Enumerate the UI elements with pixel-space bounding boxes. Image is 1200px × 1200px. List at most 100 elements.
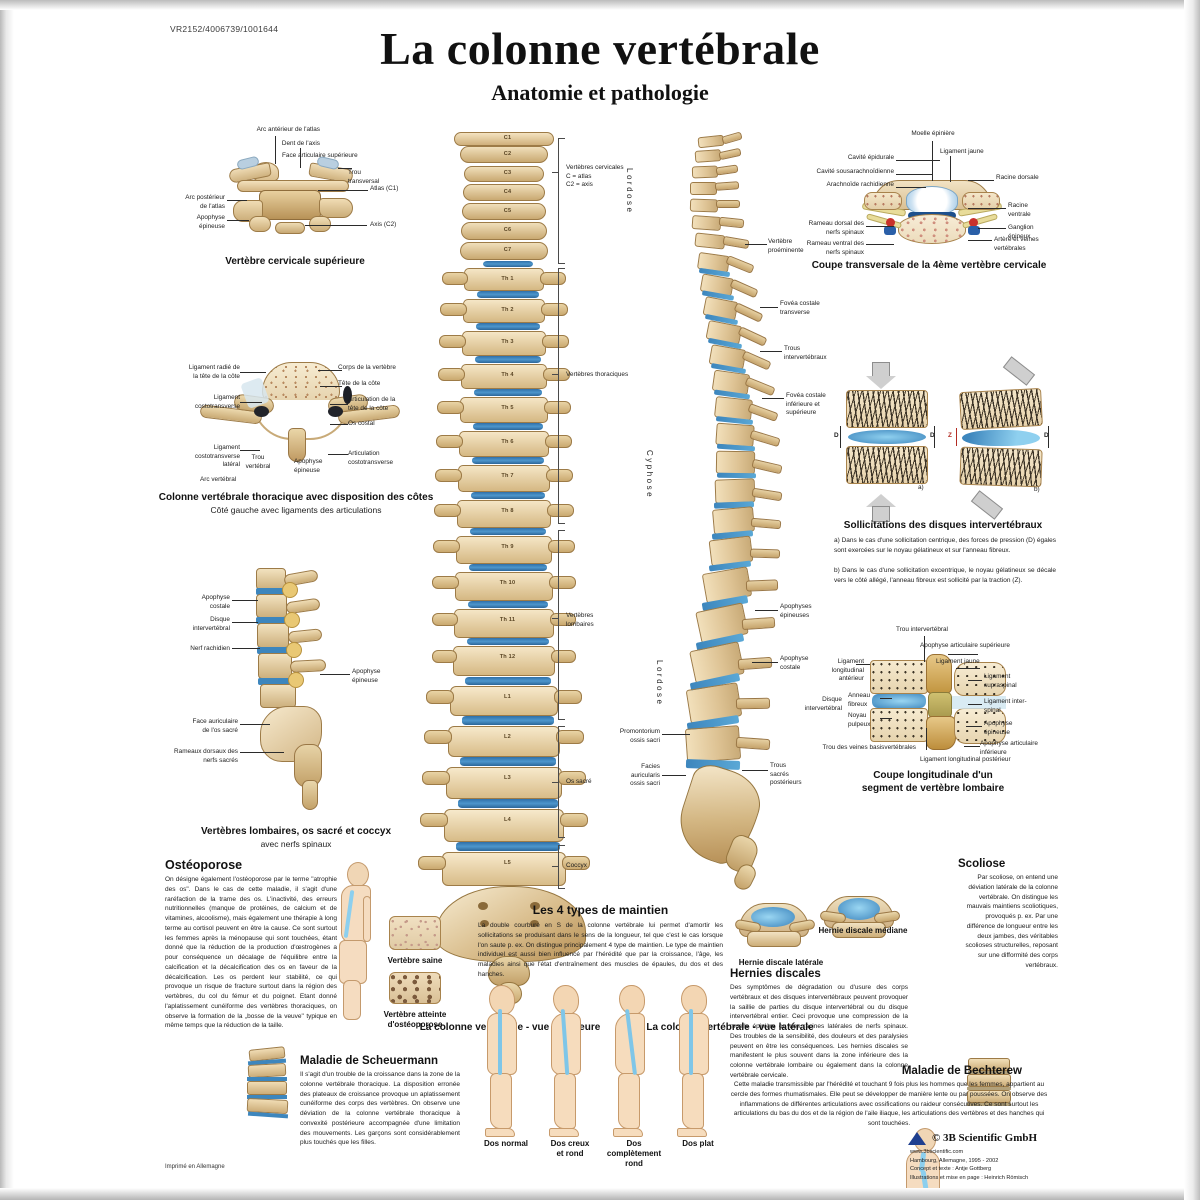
label-facies-auricularis: Facies auricularis ossis sacri [630,763,660,788]
label-apophyses-epineuses: Apophyses épineuses [780,603,812,619]
disc-mark-a: a) [918,484,924,491]
label-trou-vertebral: Trou vertébral [245,454,271,470]
label-fovea-costale-inferieure: Fovéa costale inférieure et supérieure [786,392,826,417]
caption-posture-0: Dos normal [483,1139,528,1148]
disc-loading-case-b: Z D b) [948,356,1052,520]
text-scheuermann: Il s'agit d'un trouble de la croissance … [300,1071,460,1147]
label-dent-axis: Dent de l'axis [281,140,320,147]
page-subtitle: Anatomie et pathologie [491,80,709,105]
label-apophyse-costale-lumbar: Apophyse costale [201,594,230,610]
footer-line-3: Illustrations et mise en page : Heinrich… [910,1174,1029,1181]
posture-figure-normal: Dos normal [478,985,534,1180]
label-trou-intervertebral: Trou intervertébral [896,626,948,633]
label-disque-intervertebral-lumbar: Disque intervertébral [192,616,230,632]
label-ligament-supraspinal: Ligament supraspinal [984,673,1017,689]
posture-figure-plat: Dos plat [670,985,726,1180]
label-face-auriculaire: Face auriculaire de l'os sacré [192,718,238,734]
panel-hernias: Hernies discales Des symptômes de dégrad… [730,968,908,1081]
bechterew-spine-detail [962,1058,1020,1116]
figure-osteoporosis-posture [333,862,379,1022]
label-ligament-longitudinal-posterieur: Ligament longitudinal postérieur [920,756,1011,763]
label-apophyse-epineuse-lumbar: Apophyse épineuse [352,668,381,684]
caption-lateral-view: La colonne vertébrale - vue latérale [646,1022,814,1033]
label-apophyse-articulaire-superieure: Apophyse articulaire supérieure [920,642,1010,649]
label-cavite-sousarachnoidienne: Cavité sousarachnoïdienne [816,168,894,175]
label-articulation-costotransverse: Articulation costotransverse [348,450,394,466]
label-apophyse-costale-lateral: Apophyse costale [780,655,809,671]
label-nerf-rachidien: Nerf rachidien [190,645,230,652]
label-trou-transversal: Trou transversal [348,169,380,185]
hernia-median-illustration [819,888,901,946]
panel-osteoporose: Ostéoporose On désigne également l'ostéo… [165,858,337,1031]
label-apophyse-epineuse-thoracic: Apophyse épineuse [294,458,323,474]
panel-disc-loading: D D a) Z D b) Sollicitations des disques… [828,356,1058,588]
label-disque-intervertebral-long: Disque intervertébral [804,696,842,712]
label-artere-veines-vertebrales: Artère et veines vertébrales [994,236,1039,252]
label-tete-cote: Tête de la côte [338,380,381,387]
curve-label-lordose-cervical: Lordose [625,168,634,215]
disc-mark-d-right-a: D [930,432,935,439]
disc-mark-z: Z [948,432,952,439]
label-arachnoide-rachidienne: Arachnoïde rachidienne [826,181,894,188]
brand-name: © 3B Scientific GmbH [932,1132,1038,1144]
disc-loading-case-a: D D a) [834,362,938,522]
bracket-label-thoracic: Vertèbres thoraciques [566,371,629,378]
label-os-costal: Os costal [348,420,375,427]
3b-logo-icon [908,1132,926,1145]
caption-posture-1: Dos creux et rond [550,1139,590,1158]
page-bottom-shadow [0,1188,1200,1200]
disc-mark-d-left-a: D [834,432,839,439]
label-atlas-c1: Atlas (C1) [370,185,399,192]
disc-mark-d-right-b: D [1044,432,1049,439]
caption-longitudinal: Coupe longitudinale d'un segment de vert… [861,770,1005,794]
panel-thoracic-ribs: Ligament radié de la tête de la côte Lig… [159,358,433,515]
panel-bechterew: Maladie de Bechterew Cette maladie trans… [730,1065,1050,1129]
disc-mark-b: b) [1034,486,1040,493]
cross-section-illustration [861,174,1003,246]
panel-postures: Les 4 types de maintien La double courbu… [478,903,723,980]
lumbar-sacrum-illustration [248,568,368,816]
label-promontorium: Promontorium ossis sacri [619,728,660,744]
bone-sample-healthy: Vertèbre saine [370,916,460,966]
text-bechterew: Cette maladie transmissible par l'hérédi… [730,1081,1048,1127]
label-face-articulaire-superieure: Face articulaire supérieure [282,152,358,159]
caption-hernia-median: Hernie discale médiane [818,926,908,935]
heading-scheuermann: Maladie de Scheuermann [300,1055,439,1067]
posture-figures-row: Dos normal Dos creux et rond Dos complèt [478,985,726,1180]
text-scoliose: Par scoliose, on entend une déviation la… [965,874,1059,969]
heading-scoliose: Scoliose [958,858,1006,870]
label-racine-ventrale: Racine ventrale [1008,202,1031,218]
page-title: La colonne vertébrale [380,23,820,74]
posture-figure-completement-rond: Dos complètement rond [606,985,662,1180]
posture-figure-creux-rond: Dos creux et rond [542,985,598,1180]
label-rameau-ventral: Rameau ventral des nerfs spinaux [806,240,864,256]
label-ligament-interspinal: Ligament inter- spinal [984,698,1027,714]
label-moelle-epiniere: Moelle épinière [911,130,955,137]
lateral-spine-illustration [640,131,820,893]
caption-lumbar-sacrum: Vertèbres lombaires, os sacré et coccyx [200,826,392,837]
text-disc-loading-a: a) Dans le cas d'une sollicitation centr… [834,537,1056,554]
label-ganglion-epineux: Ganglion épineux [1008,224,1034,240]
label-ligament-jaune-long: Ligament jaune [936,658,980,665]
panel-lumbar-sacrum: Apophyse costale Disque intervertébral N… [170,560,420,849]
text-osteoporose: On désigne également l'ostéoporose par l… [165,876,337,1030]
caption-cross-section: Coupe transversale de la 4ème vertèbre c… [811,260,1047,271]
cervical-vertebra-illustration [225,155,365,236]
text-disc-loading-b: b) Dans le cas d'une sollicitation excen… [834,567,1056,584]
label-arc-posterieur-atlas: Arc postérieur de l'atlas [185,194,225,210]
bracket-label-cervical: Vertèbres cervicales C = atlas C2 = axis [566,164,624,189]
bracket-label-sacrum: Os sacré [566,778,592,785]
panel-scoliose: Scoliose Par scoliose, on entend une dév… [958,858,1058,971]
label-articulation-tete-cote: Articulation de la tête de la côte [348,396,396,412]
caption-thoracic-ribs: Colonne vertébrale thoracique avec dispo… [158,492,434,503]
page-top-shadow [0,0,1200,10]
caption-posture-2: Dos complètement rond [606,1139,662,1168]
footer-line-2: Concept et texte : Antje Gottberg [910,1166,992,1173]
label-ligament-radie: Ligament radié de la tête de la côte [188,364,240,380]
label-arc-anterieur-atlas: Arc antérieur de l'atlas [256,126,320,133]
label-rameaux-dorsaux-sacres: Rameaux dorsaux des nerfs sacrés [174,748,238,764]
label-apophyse-epineuse-cervical: Apophyse épineuse [196,214,225,230]
caption2-thoracic-ribs: Côté gauche avec ligaments des articulat… [210,505,382,515]
caption-disc-loading: Sollicitations des disques intervertébra… [843,520,1043,531]
